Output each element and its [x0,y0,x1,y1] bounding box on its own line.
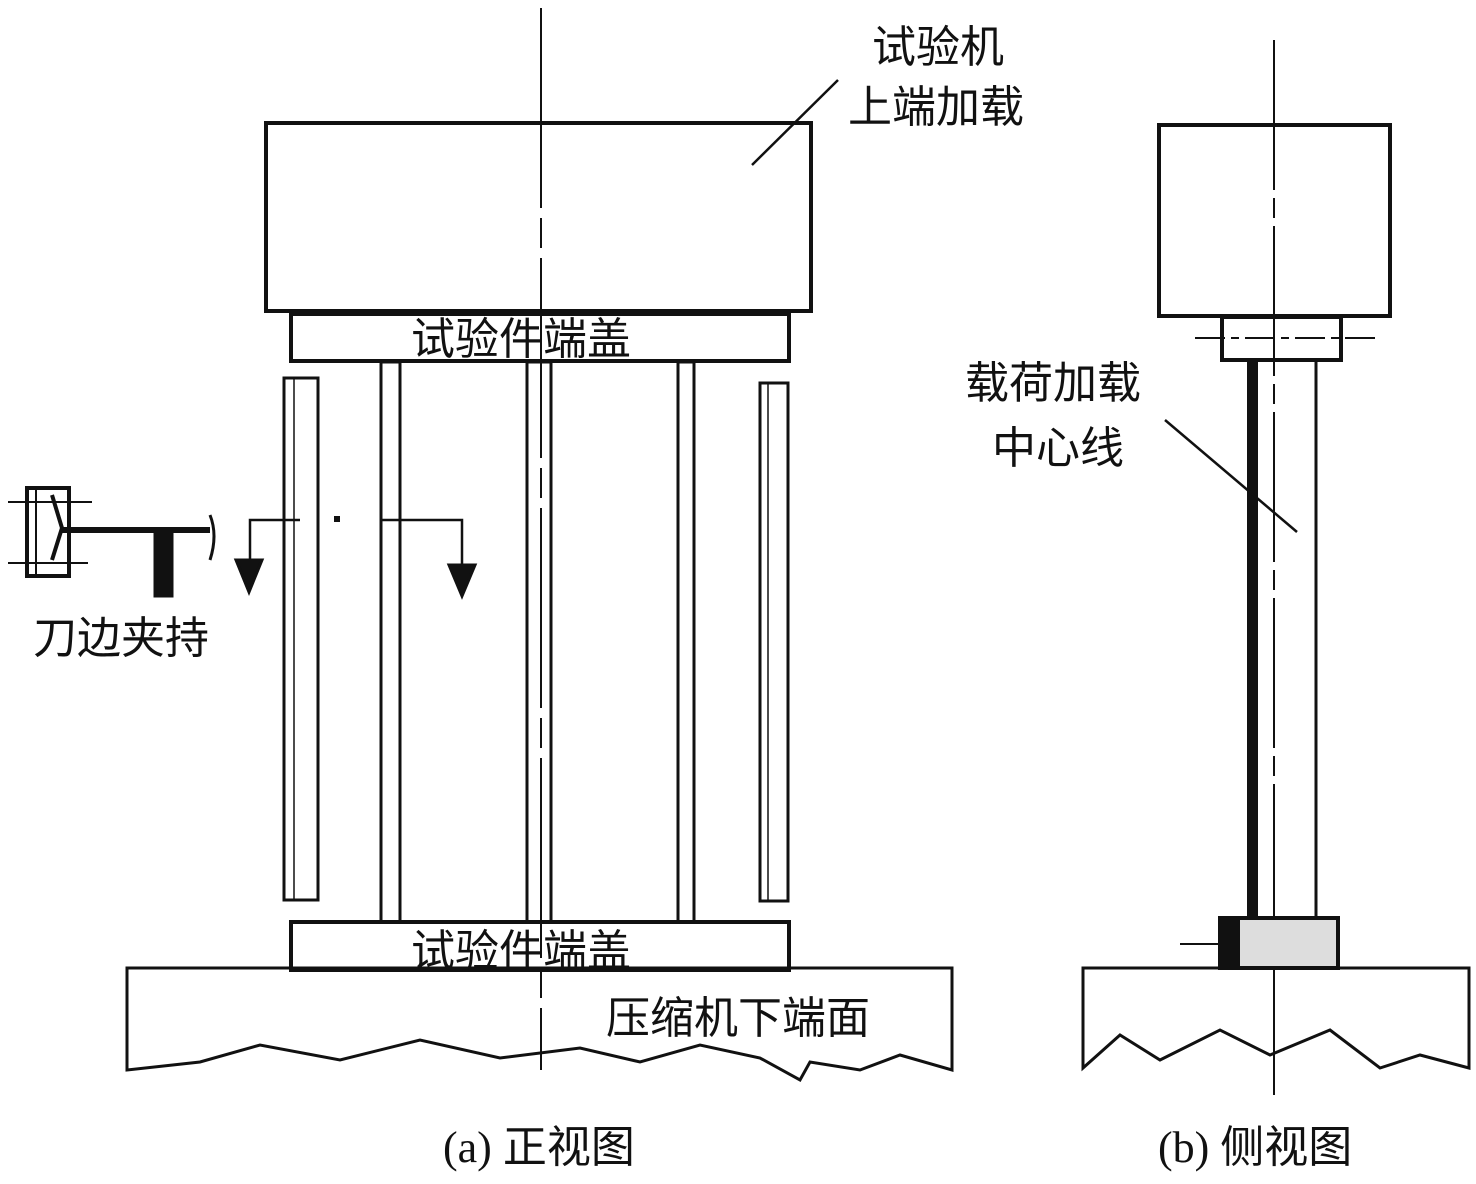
label-base: 压缩机下端面 [606,993,870,1044]
stiffener-center [525,360,553,924]
side-panel-thick [1247,360,1258,920]
stiffener-right [676,360,696,924]
caption-side-view: (b) 侧视图 [1158,1123,1353,1172]
label-load-line-1: 载荷加载 [965,358,1141,409]
label-load-line-2: 中心线 [992,423,1124,474]
side-base-plate [1081,966,1471,1072]
base-plate [125,966,954,1083]
front-view [8,8,954,1083]
label-top-end-cap: 试验件端盖 [411,314,631,365]
leader-line-machine [751,79,839,166]
side-view [1081,40,1471,1095]
leader-line-load [1164,419,1298,533]
label-testing-machine-1: 试验机 [872,22,1004,73]
label-knife-edge: 刀边夹持 [33,613,209,664]
side-rail-right [758,381,790,903]
stiffener-left [379,360,402,924]
section-arrow-left [233,558,265,596]
label-bottom-end-cap: 试验件端盖 [411,926,631,977]
label-testing-machine-2: 上端加载 [848,82,1024,133]
section-arrow-line [248,518,464,570]
side-rail-left [282,376,320,902]
section-arrow-right [446,563,478,600]
caption-front-view: (a) 正视图 [443,1123,635,1172]
testing-machine-upper-block [264,121,813,313]
knife-edge-clamp-icon [8,486,216,598]
